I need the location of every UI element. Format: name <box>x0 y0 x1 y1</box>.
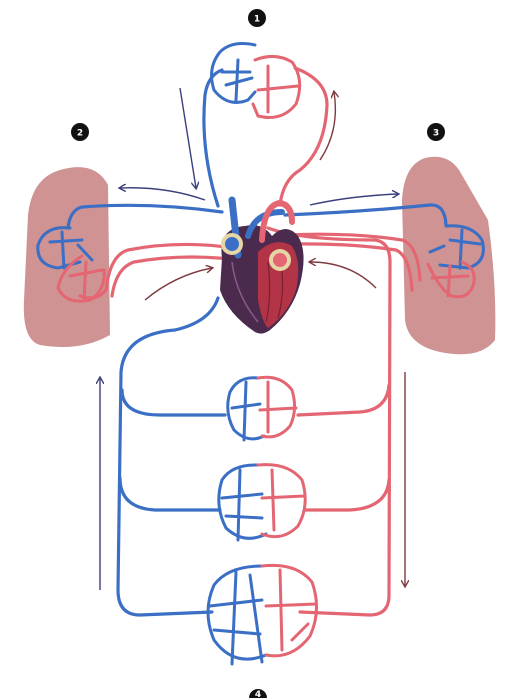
marker-1-label: 1 <box>254 15 260 25</box>
marker-2: 2 <box>71 123 89 141</box>
left-lung-shape <box>23 167 110 348</box>
vessel-organ2-blue <box>118 476 222 512</box>
vessel-organ1-red <box>296 383 391 417</box>
capillary-bed-organ-1 <box>226 375 298 442</box>
marker-4: 4 <box>249 689 267 698</box>
arrow-right-lung-in <box>310 262 377 289</box>
vessel-left-lung-blue <box>66 203 224 230</box>
marker-2-label: 2 <box>77 129 83 139</box>
marker-4-label: 4 <box>255 690 261 698</box>
arrow-left-lung-out <box>120 188 206 201</box>
capillary-bed-head <box>210 42 302 119</box>
capillary-bed-right-lung <box>426 224 485 299</box>
deoxygenated-vessels <box>66 68 448 617</box>
marker-3: 3 <box>427 123 445 141</box>
vessel-aorta-descending <box>266 226 392 617</box>
oxygenated-vessels <box>78 66 422 617</box>
vessel-left-lung-red-a <box>78 242 257 300</box>
vessel-right-lung-red-b <box>286 242 414 292</box>
arrow-right-lung-out <box>309 194 398 206</box>
vessel-right-lung-blue <box>283 203 448 227</box>
pulmonary-artery <box>245 209 285 239</box>
flow-arrows <box>100 87 405 590</box>
vessel-organ1-blue <box>120 388 227 417</box>
vessel-organ2-red <box>303 478 391 512</box>
arrow-left-lung-in <box>144 268 212 301</box>
arrow-head-down <box>179 87 196 188</box>
capillary-bed-organ-3 <box>206 563 318 666</box>
capillary-bed-organ-2 <box>217 463 307 542</box>
vessel-right-lung-red-a <box>283 232 422 282</box>
vessel-head-red <box>278 66 329 207</box>
marker-3-label: 3 <box>433 129 439 139</box>
capillary-bed-left-lung <box>36 226 106 303</box>
heart <box>220 196 304 334</box>
arrow-head-up <box>319 92 335 161</box>
vessel-head-blue <box>202 68 224 208</box>
marker-1: 1 <box>248 9 266 27</box>
vessel-left-lung-red-b <box>110 255 255 298</box>
aortic-arch <box>259 199 295 243</box>
vessel-vena-cava <box>116 296 220 617</box>
